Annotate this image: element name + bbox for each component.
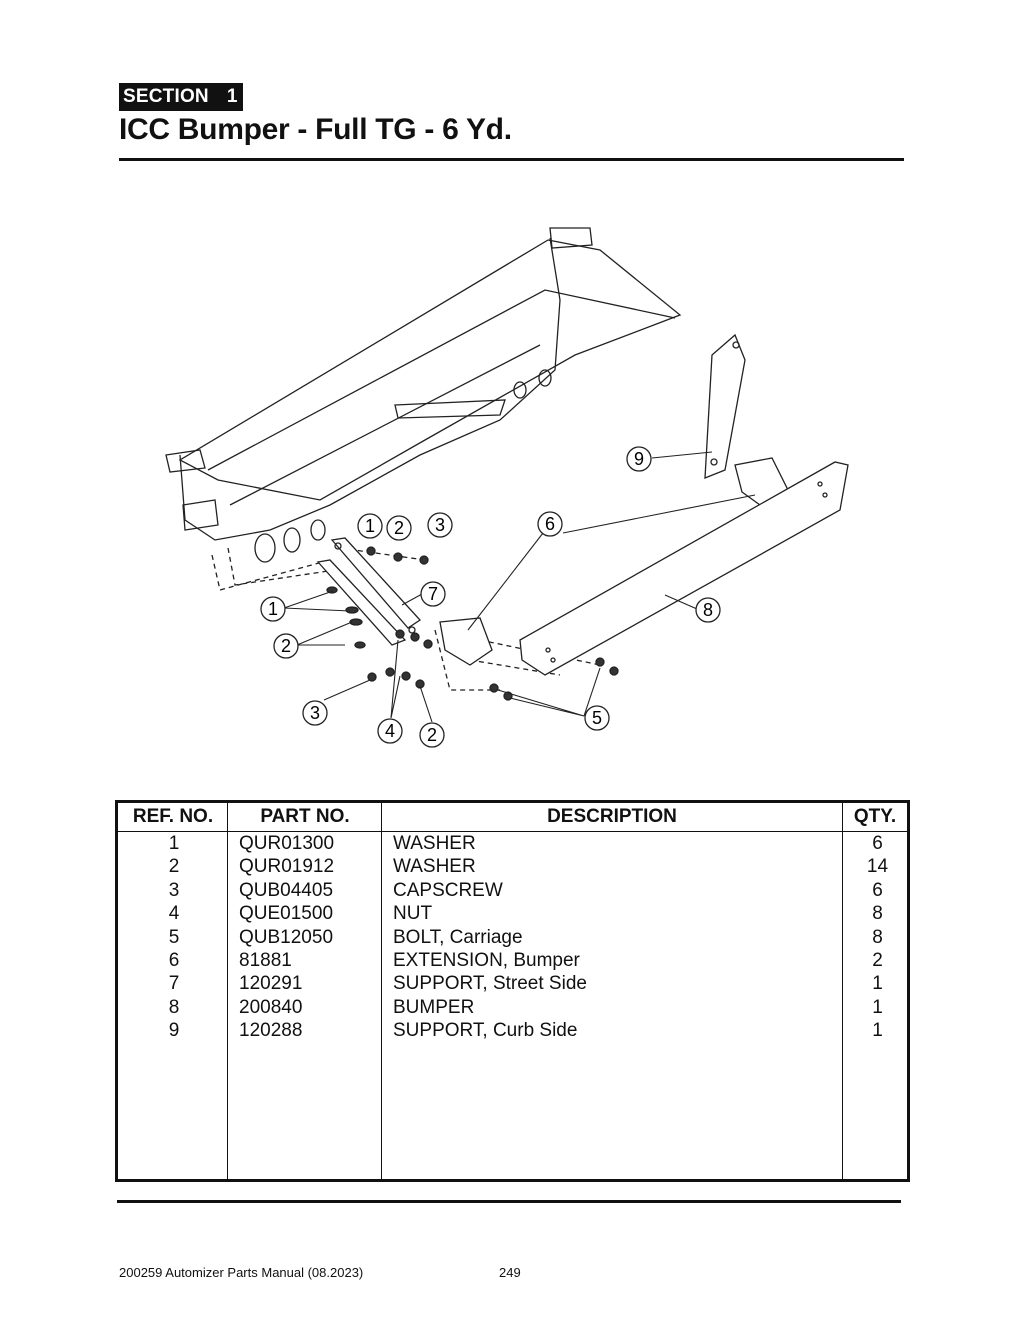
cell-description: SUPPORT, Street Side bbox=[393, 973, 587, 995]
cell-part-no: 200840 bbox=[239, 996, 303, 1018]
page-title: ICC Bumper - Full TG - 6 Yd. bbox=[119, 113, 512, 146]
cell-ref-no: 9 bbox=[168, 1020, 180, 1042]
cell-ref-no: 5 bbox=[168, 926, 180, 948]
bin-body bbox=[165, 227, 682, 563]
cell-ref-no: 3 bbox=[168, 879, 180, 901]
cell-ref-no: 6 bbox=[168, 949, 180, 971]
callout-2: 2 bbox=[386, 515, 412, 541]
svg-text:6: 6 bbox=[545, 514, 555, 534]
cell-ref-no: 2 bbox=[168, 856, 180, 878]
cell-description: CAPSCREW bbox=[393, 879, 503, 901]
cell-qty: 8 bbox=[872, 903, 883, 925]
svg-text:2: 2 bbox=[281, 636, 291, 656]
cell-part-no: 120288 bbox=[239, 1020, 303, 1042]
callout-1b: 1 bbox=[260, 596, 286, 622]
cell-ref-no: 7 bbox=[168, 973, 180, 995]
table-row: 6 81881 EXTENSION, Bumper 2 bbox=[118, 950, 907, 973]
svg-text:1: 1 bbox=[365, 516, 375, 536]
title-rule bbox=[119, 158, 904, 161]
bumper-extension bbox=[439, 457, 789, 666]
table-row: 2 QUR01912 WASHER 14 bbox=[118, 856, 907, 879]
header-part-no: PART NO. bbox=[260, 806, 350, 827]
callout-9: 9 bbox=[626, 446, 652, 472]
cell-part-no: QUR01912 bbox=[239, 856, 335, 878]
table-row: 4 QUE01500 NUT 8 bbox=[118, 903, 907, 926]
callout-8: 8 bbox=[695, 597, 721, 623]
cell-part-no: 120291 bbox=[239, 973, 303, 995]
svg-text:3: 3 bbox=[310, 703, 320, 723]
svg-text:9: 9 bbox=[634, 449, 644, 469]
cell-part-no: QUB12050 bbox=[239, 926, 334, 948]
column-divider bbox=[227, 803, 228, 1179]
table-row: 9 120288 SUPPORT, Curb Side 1 bbox=[118, 1020, 907, 1043]
support-curb-side bbox=[704, 333, 746, 479]
cell-part-no: QUB04405 bbox=[239, 879, 334, 901]
svg-text:2: 2 bbox=[427, 725, 437, 745]
cell-ref-no: 1 bbox=[168, 833, 180, 854]
cell-part-no: QUE01500 bbox=[239, 903, 334, 925]
cell-qty: 6 bbox=[872, 879, 883, 901]
cell-part-no: 81881 bbox=[239, 949, 292, 971]
cell-description: BOLT, Carriage bbox=[393, 926, 523, 948]
header-qty: QTY. bbox=[853, 806, 897, 827]
section-label: SECTION bbox=[123, 86, 209, 107]
callout-3: 3 bbox=[427, 512, 453, 538]
callout-1: 1 bbox=[357, 513, 383, 539]
cell-part-no: QUR01300 bbox=[239, 833, 335, 854]
table-row: 1 QUR01300 WASHER 6 bbox=[118, 833, 907, 856]
svg-text:5: 5 bbox=[592, 708, 602, 728]
hardware bbox=[326, 546, 619, 701]
footer-rule bbox=[117, 1200, 901, 1203]
cell-qty: 8 bbox=[872, 926, 883, 948]
leader-lines bbox=[283, 451, 756, 723]
cell-qty: 6 bbox=[872, 833, 883, 854]
cell-qty: 14 bbox=[866, 856, 889, 878]
svg-text:8: 8 bbox=[703, 600, 713, 620]
support-street-side bbox=[316, 537, 421, 646]
table-row: 5 QUB12050 BOLT, Carriage 8 bbox=[118, 927, 907, 950]
callout-4: 4 bbox=[377, 718, 403, 744]
svg-text:4: 4 bbox=[385, 721, 395, 741]
header-ref-no: REF. NO. bbox=[132, 806, 214, 827]
callout-5: 5 bbox=[584, 705, 610, 731]
header-description: DESCRIPTION bbox=[547, 806, 677, 827]
svg-text:3: 3 bbox=[435, 515, 445, 535]
callout-2b: 2 bbox=[273, 633, 299, 659]
callout-3b: 3 bbox=[302, 700, 328, 726]
cell-qty: 1 bbox=[872, 996, 883, 1018]
svg-text:7: 7 bbox=[428, 584, 438, 604]
footer-page-number: 249 bbox=[499, 1265, 521, 1280]
callout-7: 7 bbox=[420, 581, 446, 607]
callout-2c: 2 bbox=[419, 722, 445, 748]
cell-qty: 1 bbox=[872, 973, 883, 995]
cell-description: EXTENSION, Bumper bbox=[393, 949, 580, 971]
bumper bbox=[519, 461, 849, 676]
cell-description: WASHER bbox=[393, 833, 476, 854]
section-badge: SECTION 1 bbox=[119, 83, 243, 111]
cell-description: BUMPER bbox=[393, 996, 475, 1018]
cell-description: WASHER bbox=[393, 856, 476, 878]
column-divider bbox=[381, 803, 382, 1179]
table-row: 8 200840 BUMPER 1 bbox=[118, 997, 907, 1020]
callout-6: 6 bbox=[537, 511, 563, 537]
cell-ref-no: 8 bbox=[168, 996, 180, 1018]
table-row: 7 120291 SUPPORT, Street Side 1 bbox=[118, 973, 907, 996]
section-number: 1 bbox=[226, 86, 238, 107]
table-header: REF. NO. PART NO. DESCRIPTION QTY. bbox=[118, 803, 907, 832]
table-row: 3 QUB04405 CAPSCREW 6 bbox=[118, 880, 907, 903]
footer-manual: 200259 Automizer Parts Manual (08.2023) bbox=[119, 1265, 364, 1280]
cell-description: NUT bbox=[393, 903, 433, 925]
cell-description: SUPPORT, Curb Side bbox=[393, 1020, 578, 1042]
svg-text:1: 1 bbox=[268, 599, 278, 619]
cell-ref-no: 4 bbox=[168, 903, 180, 925]
svg-text:2: 2 bbox=[394, 518, 404, 538]
exploded-parts-diagram: 9 1 2 3 6 7 1 8 2 3 4 2 5 bbox=[165, 227, 849, 748]
cell-qty: 1 bbox=[872, 1020, 883, 1042]
column-divider bbox=[842, 803, 843, 1179]
cell-qty: 2 bbox=[872, 949, 883, 971]
